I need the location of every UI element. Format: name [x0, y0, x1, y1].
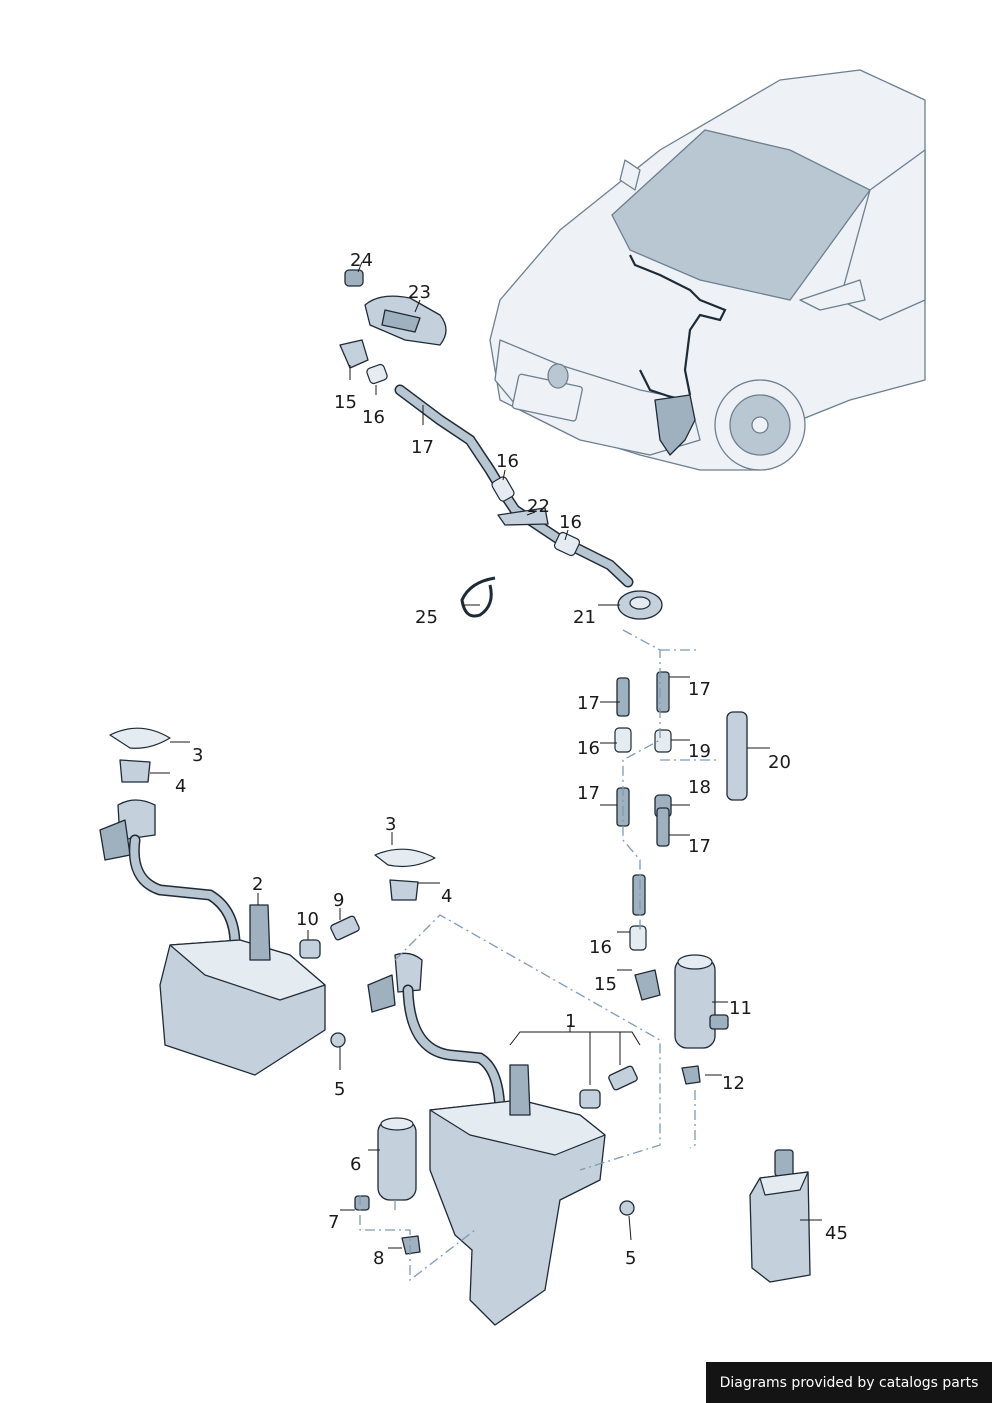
label-11: 11	[729, 998, 752, 1019]
pump-6	[354, 1117, 421, 1255]
label-16: 16	[496, 451, 519, 472]
label-23: 23	[408, 282, 431, 303]
label-3: 3	[192, 745, 203, 766]
label-15: 15	[334, 392, 357, 413]
assembly-lines	[359, 629, 720, 1282]
label-19: 19	[688, 741, 711, 762]
label-18: 18	[688, 777, 711, 798]
label-6: 6	[350, 1154, 361, 1175]
label-1: 1	[565, 1011, 576, 1032]
clip-25	[460, 576, 496, 618]
left-tank-assembly	[99, 727, 360, 1076]
label-5: 5	[625, 1248, 636, 1269]
upper-hose	[394, 384, 634, 588]
pump-11	[634, 954, 729, 1085]
label-17: 17	[688, 679, 711, 700]
label-7: 7	[328, 1212, 339, 1233]
label-20: 20	[768, 752, 791, 773]
label-45: 45	[825, 1223, 848, 1244]
credit-text: Diagrams provided by catalogs parts	[719, 1374, 979, 1391]
label-16: 16	[577, 738, 600, 759]
label-2: 2	[252, 874, 263, 895]
label-12: 12	[722, 1073, 745, 1094]
grommet-21	[617, 590, 663, 620]
leader-lines	[150, 261, 822, 1249]
label-8: 8	[373, 1248, 384, 1269]
nozzle-assembly	[339, 269, 447, 385]
middle-filler-neck	[374, 848, 436, 901]
part-labels: 24 23 15 16 17 16 22 16 25 21 17 17 16 1…	[175, 250, 848, 1269]
label-22: 22	[527, 496, 550, 517]
label-15: 15	[594, 974, 617, 995]
label-16: 16	[589, 937, 612, 958]
label-16: 16	[559, 512, 582, 533]
main-tank-assembly	[367, 952, 638, 1326]
label-4: 4	[441, 886, 452, 907]
credit-banner: Diagrams provided by catalogs parts	[706, 1362, 992, 1403]
label-5: 5	[334, 1079, 345, 1100]
label-21: 21	[573, 607, 596, 628]
label-9: 9	[333, 890, 344, 911]
label-16: 16	[362, 407, 385, 428]
label-4: 4	[175, 776, 186, 797]
fluid-bottle-45	[749, 1149, 811, 1283]
label-24: 24	[350, 250, 373, 271]
label-17: 17	[688, 836, 711, 857]
car-illustration	[489, 69, 926, 471]
label-10: 10	[296, 909, 319, 930]
label-17: 17	[577, 783, 600, 804]
label-25: 25	[415, 607, 438, 628]
label-17: 17	[577, 693, 600, 714]
label-17: 17	[411, 437, 434, 458]
hose-detail-column	[614, 671, 748, 951]
label-3: 3	[385, 814, 396, 835]
